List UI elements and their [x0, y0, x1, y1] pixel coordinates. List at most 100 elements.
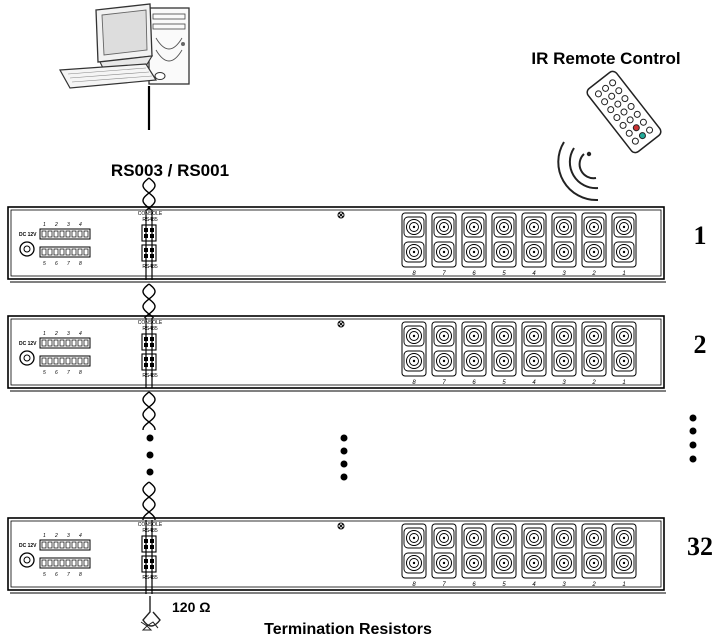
- terminal-number: 6: [55, 572, 58, 578]
- unit-number: 2: [694, 330, 707, 359]
- terminal-number: 1: [43, 331, 46, 337]
- bnc-port-pair: 8: [401, 523, 427, 588]
- port-number: 1: [622, 380, 625, 386]
- bnc-port-pair: 3: [551, 212, 577, 277]
- terminal-number: 8: [79, 572, 82, 578]
- bnc-port-pair: 7: [431, 321, 457, 386]
- bnc-port-pair: 3: [551, 321, 577, 386]
- rs485-label: RS485: [142, 575, 158, 581]
- terminal-number: 8: [79, 261, 82, 267]
- rs485-label: RS485: [142, 326, 158, 332]
- port-number: 1: [622, 271, 625, 277]
- power-jack: DC 12V: [19, 341, 37, 366]
- bnc-port-pair: 1: [611, 212, 637, 277]
- bnc-port-pair: 7: [431, 212, 457, 277]
- bnc-port-pair: 4: [521, 212, 547, 277]
- power-label: DC 12V: [19, 341, 37, 347]
- bnc-port-pair: 5: [491, 523, 517, 588]
- cable-label: RS003 / RS001: [111, 161, 229, 180]
- screw-icon: [337, 320, 345, 328]
- bnc-port-pair: 6: [461, 212, 487, 277]
- terminal-number: 4: [79, 533, 82, 539]
- port-number: 6: [472, 380, 476, 386]
- console-label: CONSOLE: [138, 522, 163, 528]
- console-label: CONSOLE: [138, 320, 163, 326]
- port-number: 3: [562, 380, 566, 386]
- power-jack: DC 12V: [19, 232, 37, 257]
- port-number: 6: [472, 271, 476, 277]
- terminal-number: 3: [67, 331, 70, 337]
- bnc-port-pair: 4: [521, 321, 547, 386]
- terminal-number: 5: [43, 572, 46, 578]
- port-number: 4: [532, 380, 536, 386]
- termination-label: Termination Resistors: [264, 621, 432, 638]
- port-number: 2: [591, 271, 596, 277]
- terminal-number: 5: [43, 370, 46, 376]
- bnc-port-pair: 4: [521, 523, 547, 588]
- bnc-port-pair: 2: [581, 321, 607, 386]
- bnc-port-pair: 7: [431, 523, 457, 588]
- ellipsis-cable: [146, 434, 154, 476]
- power-label: DC 12V: [19, 543, 37, 549]
- terminal-number: 7: [67, 261, 70, 267]
- rs485-label: RS485: [142, 528, 158, 534]
- port-number: 8: [412, 271, 416, 277]
- unit-number: 1: [694, 221, 707, 250]
- bnc-port-pair: 8: [401, 212, 427, 277]
- rs485-label: RS485: [142, 217, 158, 223]
- rs485-twisted-pair-cable: [142, 177, 156, 594]
- ir-signal-icon: [557, 141, 599, 202]
- terminal-number: 6: [55, 370, 58, 376]
- port-number: 1: [622, 582, 625, 588]
- terminal-number: 2: [54, 533, 58, 539]
- port-number: 7: [442, 582, 446, 588]
- bnc-port-pair: 3: [551, 523, 577, 588]
- screw-icon: [337, 522, 345, 530]
- port-number: 7: [442, 271, 446, 277]
- bnc-port-pair: 2: [581, 523, 607, 588]
- terminal-number: 7: [67, 572, 70, 578]
- terminal-number: 8: [79, 370, 82, 376]
- unit-number: 32: [687, 532, 713, 561]
- remote-control-icon: [586, 70, 662, 154]
- terminal-number: 2: [54, 331, 58, 337]
- terminal-number: 1: [43, 222, 46, 228]
- port-number: 8: [412, 582, 416, 588]
- port-number: 7: [442, 380, 446, 386]
- screw-icon: [337, 211, 345, 219]
- console-label: CONSOLE: [138, 211, 163, 217]
- power-jack: DC 12V: [19, 543, 37, 568]
- rs485-label: RS485: [142, 373, 158, 379]
- bnc-port-pair: 1: [611, 321, 637, 386]
- port-number: 4: [532, 582, 536, 588]
- bnc-port-pair: 1: [611, 523, 637, 588]
- port-number: 2: [591, 380, 596, 386]
- bnc-port-pair: 2: [581, 212, 607, 277]
- remote-label: IR Remote Control: [531, 49, 680, 68]
- terminal-number: 1: [43, 533, 46, 539]
- bnc-port-pair: 5: [491, 212, 517, 277]
- terminal-number: 4: [79, 331, 82, 337]
- resistor-value-label: 120 Ω: [172, 599, 210, 615]
- bnc-port-pair: 5: [491, 321, 517, 386]
- power-label: DC 12V: [19, 232, 37, 238]
- terminal-number: 5: [43, 261, 46, 267]
- terminal-number: 6: [55, 261, 58, 267]
- terminal-number: 2: [54, 222, 58, 228]
- port-number: 5: [502, 582, 506, 588]
- bnc-port-pair: 6: [461, 523, 487, 588]
- ellipsis-units: [340, 434, 348, 481]
- bnc-port-pair: 6: [461, 321, 487, 386]
- port-number: 6: [472, 582, 476, 588]
- computer-icon: [59, 3, 190, 130]
- terminal-number: 4: [79, 222, 82, 228]
- port-number: 3: [562, 582, 566, 588]
- port-number: 8: [412, 380, 416, 386]
